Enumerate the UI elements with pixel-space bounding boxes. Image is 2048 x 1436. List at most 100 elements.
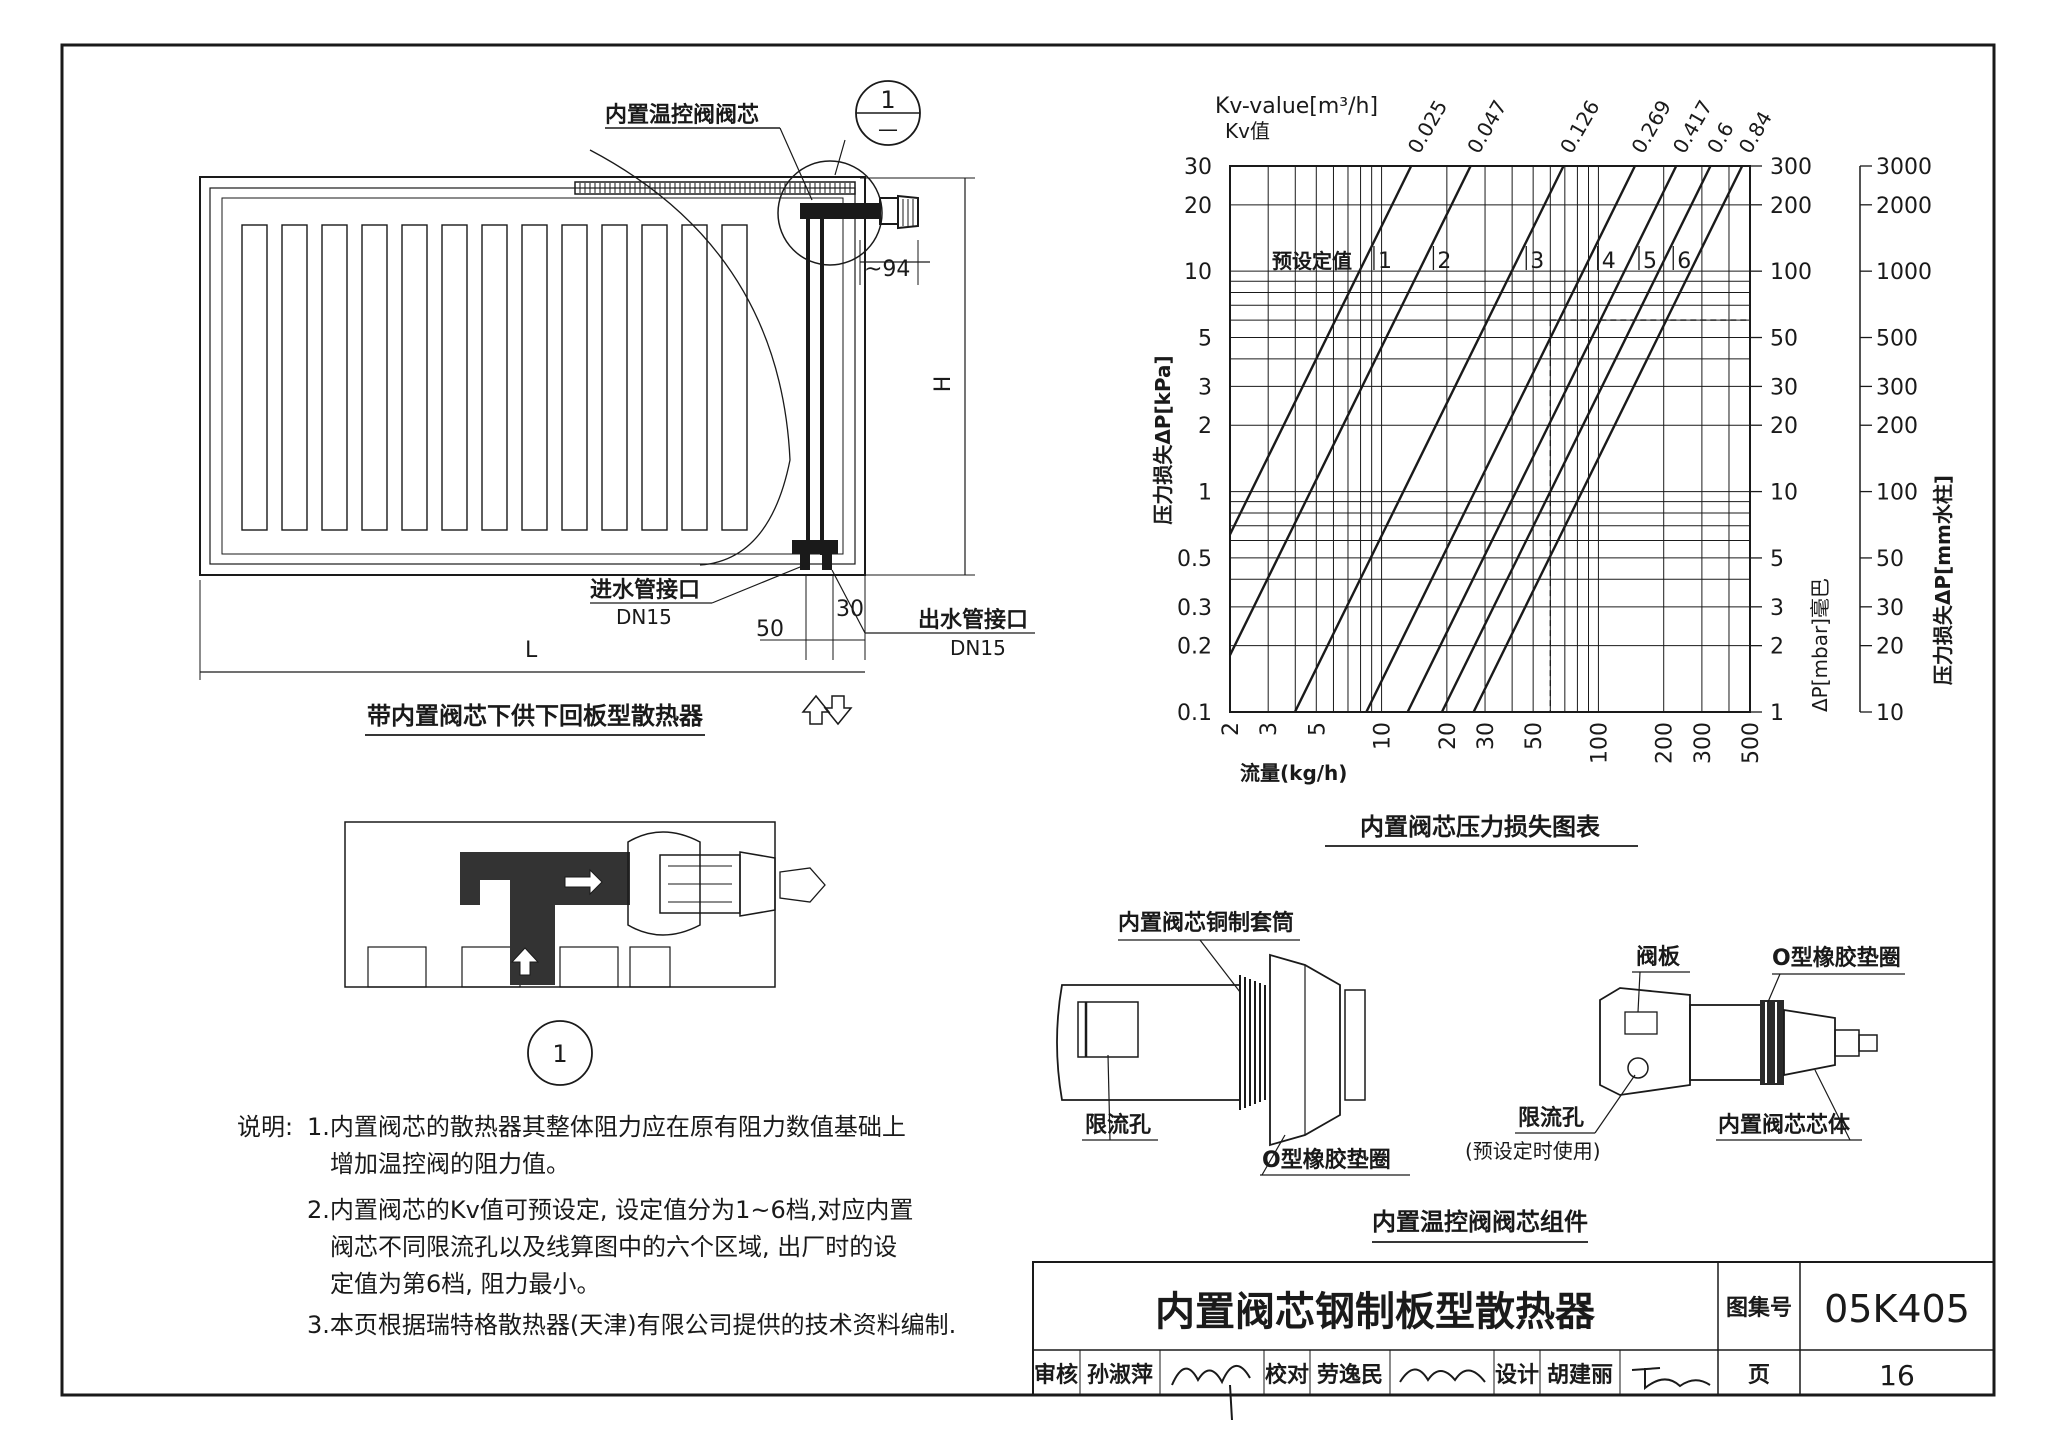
radiator-slot xyxy=(601,224,628,531)
radiator-slot xyxy=(561,224,588,531)
y-tick-mm: 3000 xyxy=(1876,155,1932,180)
detail-callout-top: 1 xyxy=(880,86,895,114)
dim-94: ~94 xyxy=(864,257,910,282)
radiator-slot xyxy=(401,224,428,531)
sleeve-threads xyxy=(1239,975,1266,1110)
restrictor-right-note: (预设定时使用) xyxy=(1465,1139,1601,1163)
preset-number: 3 xyxy=(1530,249,1544,274)
flow-arrows-icon xyxy=(801,694,853,726)
kv-value-label: 0.025 xyxy=(1403,96,1452,158)
review-name: 孙淑萍 xyxy=(1087,1363,1153,1388)
kv-line xyxy=(1472,165,1744,713)
kv-lines xyxy=(1228,165,1744,713)
y-tick-kpa: 30 xyxy=(1184,155,1212,180)
kv-line xyxy=(1228,165,1472,656)
x-axis-label: 流量(kg/h) xyxy=(1240,761,1347,785)
note-1b: 增加温控阀的阻力值。 xyxy=(330,1150,570,1178)
page-number: 16 xyxy=(1879,1359,1915,1392)
x-tick: 2 xyxy=(1219,722,1244,736)
radiator-inner2 xyxy=(221,197,844,555)
radiator-slot xyxy=(641,224,668,531)
kv-value-label: 0.269 xyxy=(1626,96,1675,158)
design-signature xyxy=(1631,1367,1711,1391)
y-tick-kpa: 3 xyxy=(1198,375,1212,400)
dim-L: L xyxy=(525,638,538,663)
radiator-slot xyxy=(681,224,708,531)
y-tick-mbar: 3 xyxy=(1770,596,1784,621)
y-tick-mm: 200 xyxy=(1876,414,1918,439)
y-tick-kpa: 5 xyxy=(1198,327,1212,352)
preset-number: 4 xyxy=(1602,249,1616,274)
radiator-slot xyxy=(521,224,548,531)
kv-line xyxy=(1228,165,1413,535)
x-tick: 30 xyxy=(1474,722,1499,750)
check-signature xyxy=(1399,1368,1486,1383)
y-tick-mbar: 200 xyxy=(1770,194,1812,219)
design-name: 胡建丽 xyxy=(1547,1363,1613,1388)
preset-number: 5 xyxy=(1643,249,1657,274)
design-label: 设计 xyxy=(1495,1363,1539,1388)
radiator-slots xyxy=(241,224,748,531)
page-label: 页 xyxy=(1748,1363,1770,1388)
y-tick-mm: 20 xyxy=(1876,635,1904,660)
oring-right-label: O型橡胶垫圈 xyxy=(1772,945,1901,971)
check-name: 劳逸民 xyxy=(1317,1362,1383,1388)
thermostatic-head-icon xyxy=(800,194,919,230)
dim-H: H xyxy=(931,376,956,393)
radiator-slot xyxy=(361,224,388,531)
detail-number: 1 xyxy=(552,1040,567,1068)
restrictor-right-label: 限流孔 xyxy=(1518,1105,1584,1131)
sleeve-label: 内置阀芯铜制套筒 xyxy=(1118,910,1294,936)
y-tick-kpa: 20 xyxy=(1184,194,1212,219)
kv-header-line1: Kv-value[m³/h] xyxy=(1215,94,1378,119)
y-tick-kpa: 1 xyxy=(1198,481,1212,506)
chart-title: 内置阀芯压力损失图表 xyxy=(1360,813,1601,841)
kv-line xyxy=(1365,165,1637,713)
kv-line xyxy=(1293,165,1565,713)
y-tick-mm: 100 xyxy=(1876,481,1918,506)
y-tick-mbar: 10 xyxy=(1770,481,1798,506)
kv-value-label: 0.047 xyxy=(1462,96,1511,158)
outlet-size: DN15 xyxy=(950,636,1006,660)
preset-number: 1 xyxy=(1378,249,1392,274)
x-tick: 10 xyxy=(1371,722,1396,750)
example-dashed-lines xyxy=(1549,319,1750,712)
y-tick-kpa: 0.1 xyxy=(1177,701,1212,726)
review-signature xyxy=(1171,1365,1251,1421)
drawing-title: 内置阀芯钢制板型散热器 xyxy=(1155,1289,1596,1335)
x-tick: 100 xyxy=(1587,722,1612,764)
y-tick-mbar: 300 xyxy=(1770,155,1812,180)
radiator-slot xyxy=(441,224,468,531)
note-2: 2.内置阀芯的Kv值可预设定, 设定值分为1~6档,对应内置 xyxy=(307,1196,913,1224)
valve-detail-view: 1 xyxy=(344,821,826,1086)
y-tick-mm: 500 xyxy=(1876,327,1918,352)
kv-header-line2: Kv值 xyxy=(1225,119,1270,143)
y-tick-mbar: 2 xyxy=(1770,635,1784,660)
y-tick-kpa: 2 xyxy=(1198,414,1212,439)
x-tick: 300 xyxy=(1691,722,1716,764)
y-axis-label-mbar: ΔP[mbar]毫巴 xyxy=(1808,578,1832,712)
outlet-label: 出水管接口 xyxy=(918,607,1028,633)
y-tick-kpa: 10 xyxy=(1184,260,1212,285)
preset-label: 预设定值 xyxy=(1272,249,1352,273)
valve-parts: 内置阀芯铜制套筒 限流孔 O型橡胶垫圈 阀板 O型橡胶垫圈 限流孔 (预设定时使… xyxy=(1056,910,1905,1243)
valve-parts-caption: 内置温控阀阀芯组件 xyxy=(1372,1208,1588,1236)
radiator-drawing: 内置温控阀阀芯 1 — ~94 H 进水管接口 DN15 出水管接口 DN15 … xyxy=(199,80,1035,736)
atlas-label: 图集号 xyxy=(1726,1295,1792,1321)
valve-plate-label: 阀板 xyxy=(1636,945,1681,970)
y-tick-mm: 10 xyxy=(1876,701,1904,726)
y-tick-mm: 30 xyxy=(1876,596,1904,621)
pipe-hatch xyxy=(579,183,851,193)
radiator-slot xyxy=(321,224,348,531)
preset-number: 6 xyxy=(1677,249,1691,274)
y-axis-label-mm: 压力损失ΔP[mm水柱] xyxy=(1931,475,1955,685)
y-tick-mbar: 5 xyxy=(1770,547,1784,572)
y-tick-mbar: 20 xyxy=(1770,414,1798,439)
x-tick: 500 xyxy=(1739,722,1764,764)
radiator-caption: 带内置阀芯下供下回板型散热器 xyxy=(367,702,704,730)
detail-callout-bottom: — xyxy=(878,117,898,141)
